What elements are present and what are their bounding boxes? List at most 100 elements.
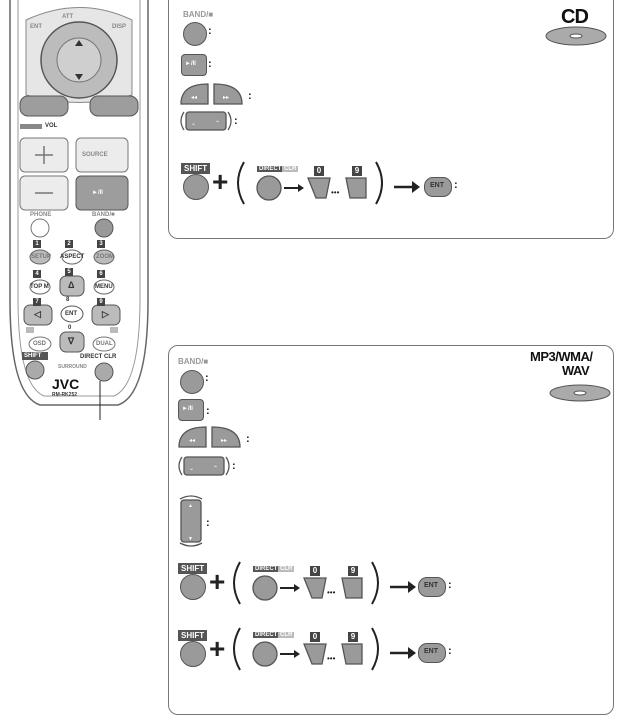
mp3-dots-2: •••: [327, 654, 336, 663]
down-triangle-icon: ▼: [188, 536, 193, 542]
digit-3-label: 3: [97, 240, 105, 248]
mp3-arrow-to-ent-1: [390, 581, 416, 593]
mp3-shift-button-1[interactable]: [180, 574, 206, 600]
mp3-play-pause-button[interactable]: [178, 399, 204, 421]
rewind-icon: ◂◂: [189, 438, 195, 444]
cd-digit-0: 0: [314, 166, 324, 176]
mp3-digit-9-1: 9: [348, 566, 358, 576]
rewind-icon: ◂◂: [191, 95, 197, 101]
mp3-vertical-updown-button[interactable]: ▲ ▼: [176, 493, 206, 549]
top-menu-button-label[interactable]: TOP M: [30, 284, 49, 290]
mp3-direct-label-1: DIRECT: [253, 566, 280, 572]
left-arrow-icon[interactable]: ◁: [34, 309, 41, 319]
cd-band-label: BAND/■: [183, 10, 214, 19]
mp3-ent-label-1: ENT: [424, 582, 438, 589]
up-chevron-icon: ⌃: [213, 465, 218, 472]
cd-ent-label: ENT: [430, 182, 444, 189]
band-label: BAND/■: [92, 212, 115, 218]
digit-1-label: 1: [33, 240, 41, 248]
mp3-shift-button-2[interactable]: [180, 641, 206, 667]
right-arrow-icon[interactable]: ▷: [102, 309, 109, 319]
up-triangle-icon: ▲: [188, 503, 193, 509]
up-arrow-icon[interactable]: Δ: [68, 280, 75, 290]
digit-0-label: 0: [68, 325, 72, 331]
mp3-digit-9-2: 9: [348, 632, 358, 642]
digit-9-label: 9: [97, 298, 105, 306]
mp3-ent-button-1[interactable]: [418, 577, 446, 597]
digit-6-label: 6: [97, 270, 105, 278]
zoom-button-label[interactable]: ZOOM: [96, 254, 114, 260]
cd-play-colon: :: [208, 58, 212, 70]
mp3-logo-line1: MP3/WMA/: [530, 349, 593, 364]
osd-button-label[interactable]: OSD: [33, 341, 47, 347]
digit-7-label: 7: [33, 298, 41, 306]
down-arrow-icon[interactable]: ∇: [68, 336, 75, 346]
cd-arrow-to-ent: [394, 181, 420, 193]
ent-top-label: ENT: [30, 24, 42, 30]
setup-button-label[interactable]: SETUP: [31, 254, 52, 260]
digit-8-label: 8: [66, 297, 70, 303]
cd-dots: •••: [331, 188, 340, 197]
cd-ent-button[interactable]: [424, 177, 452, 197]
source-button-label[interactable]: SOURCE: [82, 152, 108, 158]
cd-direct-sequence: [237, 161, 383, 205]
mp3-arrow-to-ent-2: [390, 647, 416, 659]
menu-button-label[interactable]: MENU: [95, 284, 113, 290]
disp-label: DISP: [112, 24, 127, 30]
cd-panel-content: CD BAND/■ : ►/II : ◂◂ ▸▸ : ⌄ ⌃ : SHIFT +…: [168, 0, 612, 238]
cd-skip-colon: :: [248, 90, 252, 102]
cd-clr-label: CLR: [282, 166, 299, 172]
mp3-digit-0-1: 0: [310, 566, 320, 576]
cd-ent-colon: :: [454, 179, 458, 191]
aspect-button-label[interactable]: ASPECT: [60, 254, 85, 260]
mp3-vertical-colon: :: [206, 517, 210, 529]
ent-button-label[interactable]: ENT: [65, 311, 77, 317]
cd-play-pause-button[interactable]: [181, 54, 207, 76]
digit-5-label: 5: [65, 268, 73, 276]
fast-forward-icon: ▸▸: [221, 438, 227, 444]
mp3-disc-icon: [549, 384, 611, 402]
mp3-band-button[interactable]: [180, 370, 204, 394]
plus-icon: +: [209, 633, 226, 664]
cd-updown-button[interactable]: ⌄ ⌃: [178, 110, 234, 132]
cd-shift-button[interactable]: [183, 174, 209, 200]
up-chevron-icon: ⌃: [215, 120, 220, 127]
mp3-updown-button[interactable]: ⌄ ⌃: [176, 455, 232, 477]
down-chevron-icon: ⌄: [189, 466, 194, 472]
play-pause-button-label[interactable]: ►/II: [92, 190, 103, 196]
model-label: RM-RK252: [52, 392, 78, 398]
mp3-play-colon: :: [206, 405, 210, 417]
mp3-shift-label-2: SHIFT: [178, 630, 208, 641]
mp3-clr-label-2: CLR: [278, 632, 295, 638]
remote-body-outline: [9, 0, 149, 420]
shift-button-label[interactable]: SHIFT: [24, 353, 42, 359]
mp3-band-colon: :: [205, 372, 209, 384]
cd-skip-buttons[interactable]: ◂◂ ▸▸: [178, 82, 248, 106]
plus-icon: +: [212, 166, 229, 197]
cd-shift-label: SHIFT: [181, 163, 211, 174]
fast-forward-icon: ▸▸: [223, 95, 229, 101]
mp3-skip-colon: :: [246, 433, 250, 445]
cd-play-pause-label: ►/II: [185, 61, 196, 67]
mp3-ent-colon-1: :: [448, 579, 452, 591]
down-chevron-icon: ⌄: [191, 121, 196, 127]
mp3-band-label: BAND/■: [178, 357, 209, 366]
phone-label: PHONE: [30, 212, 52, 218]
cd-digit-9: 9: [352, 166, 362, 176]
digit-2-label: 2: [65, 240, 73, 248]
mp3-ent-colon-2: :: [448, 645, 452, 657]
mp3-updown-colon: :: [232, 460, 236, 472]
brand-logo: JVC: [52, 376, 80, 392]
direct-clr-label: DIRECT CLR: [80, 354, 117, 360]
cd-band-button[interactable]: [183, 22, 207, 46]
mp3-shift-label-1: SHIFT: [178, 563, 208, 574]
mp3-direct-label-2: DIRECT: [253, 632, 280, 638]
cd-logo: CD: [561, 6, 589, 28]
surround-label: SURROUND: [58, 364, 87, 370]
dual-button-label[interactable]: DUAL: [96, 341, 113, 347]
mp3-ent-label-2: ENT: [424, 648, 438, 655]
digit-4-label: 4: [33, 270, 41, 278]
mp3-panel: [168, 345, 614, 715]
mp3-skip-buttons[interactable]: ◂◂ ▸▸: [176, 425, 246, 449]
mp3-ent-button-2[interactable]: [418, 643, 446, 663]
